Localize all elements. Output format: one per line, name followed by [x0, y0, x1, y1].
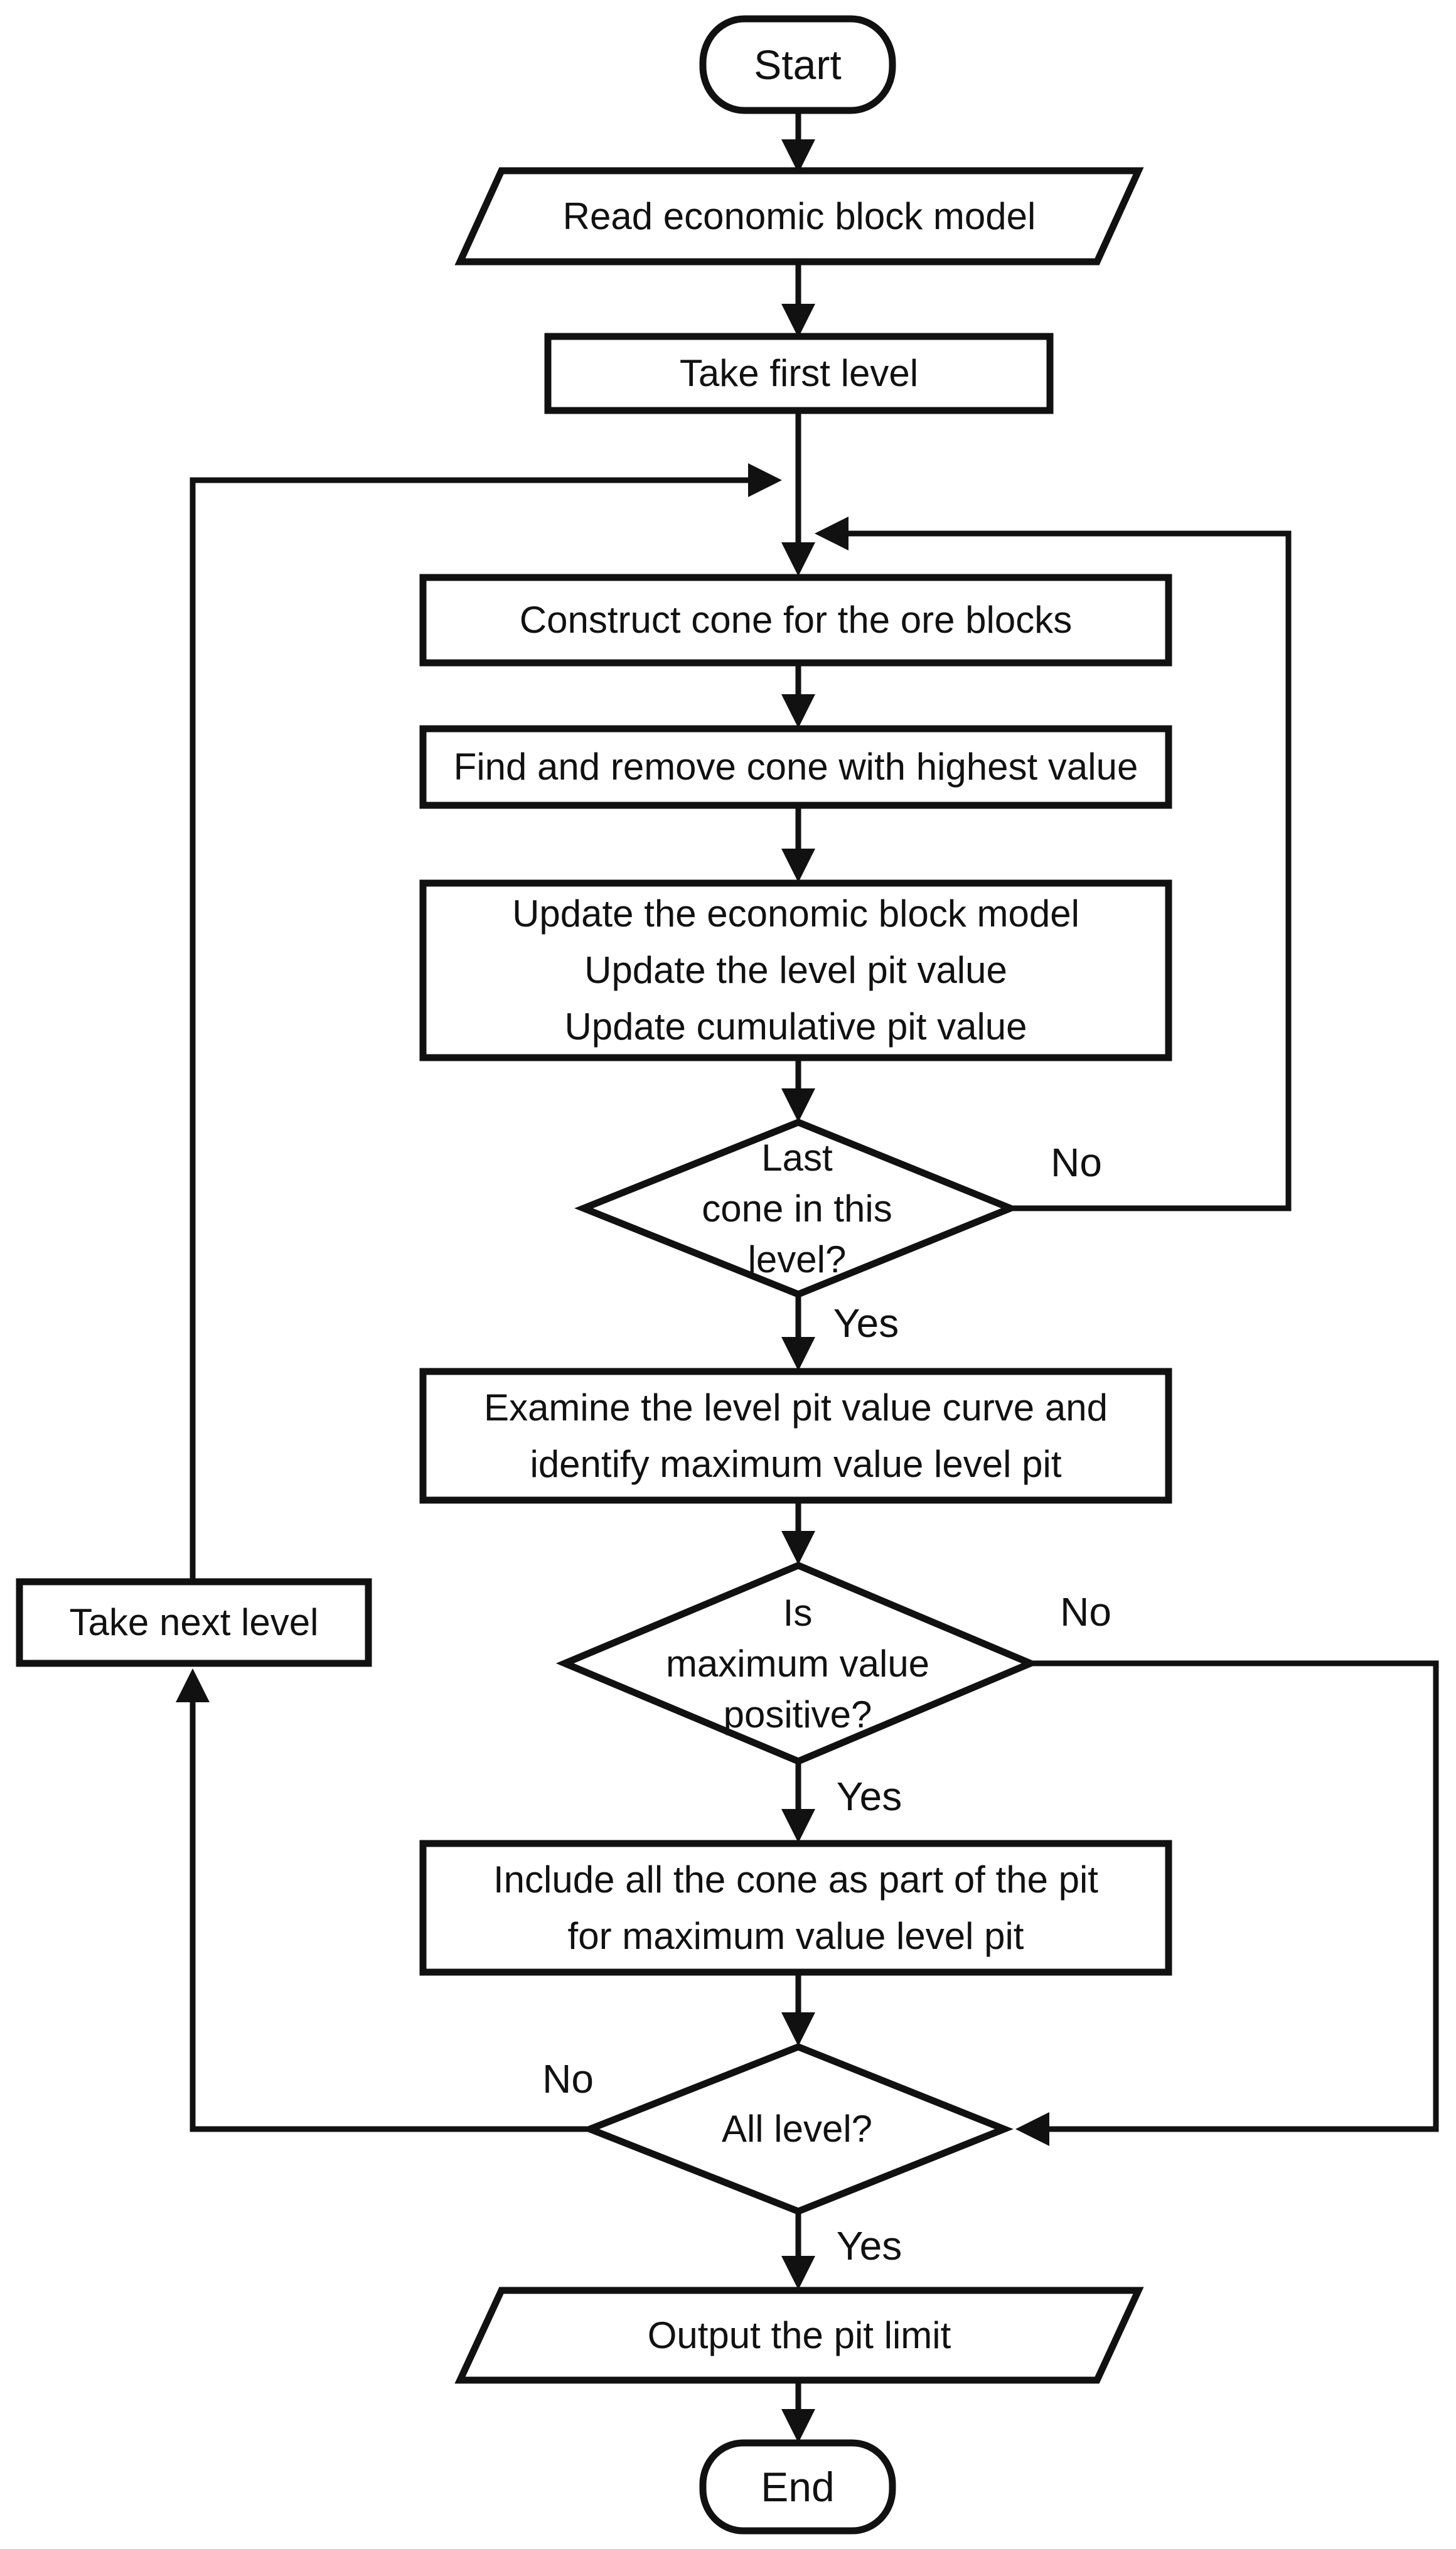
max-value-decision-diamond [555, 1562, 1040, 1765]
all-level-decision-diamond [581, 2043, 1014, 2215]
max-value-decision-label: Is maximum value positive? [665, 1591, 930, 1736]
max-value-no-label: No [1060, 1589, 1111, 1634]
examine-curve-rect [419, 1368, 1172, 1504]
take-first-level-label: Take first level [679, 352, 919, 394]
end-terminator-shape [699, 2439, 896, 2535]
include-cone-label: Include all the cone as part of the pit … [493, 1858, 1098, 1957]
last-cone-no-label: No [1051, 1140, 1102, 1185]
take-next-level-rect [16, 1578, 372, 1667]
last-cone-decision-label: Last cone in this level? [702, 1136, 892, 1280]
last-cone-yes-label: Yes [833, 1301, 899, 1346]
all-level-no-label: No [542, 2056, 594, 2101]
all-level-yes-label: Yes [836, 2223, 902, 2268]
output-pit-limit-parallelogram [454, 2287, 1144, 2384]
start-terminator-label: Start [754, 41, 842, 88]
construct-cone-label: Construct cone for the ore blocks [519, 599, 1073, 641]
read-block-model-parallelogram [454, 167, 1144, 266]
take-first-level-rect [544, 333, 1054, 414]
output-pit-limit-label: Output the pit limit [647, 2314, 951, 2356]
start-terminator-shape [699, 15, 896, 114]
end-terminator-label: End [761, 2463, 835, 2510]
max-value-yes-label: Yes [836, 1774, 902, 1819]
read-block-model-label: Read economic block model [562, 195, 1036, 237]
examine-curve-label: Examine the level pit value curve and id… [484, 1386, 1108, 1485]
edge-take-next-loop [190, 463, 782, 1582]
last-cone-decision-diamond [574, 1119, 1020, 1298]
edge-last-cone-no-loop [815, 517, 1292, 1211]
edge-all-level-no-loop [176, 1668, 590, 2132]
all-level-decision-label: All level? [721, 2108, 873, 2150]
edge-max-value-no-loop [1015, 1660, 1439, 2146]
update-model-label: Update the economic block model Update t… [512, 893, 1079, 1048]
update-model-rect [419, 879, 1172, 1061]
take-next-level-label: Take next level [69, 1601, 319, 1643]
find-remove-cone-label: Find and remove cone with highest value [453, 746, 1138, 788]
construct-cone-rect [419, 574, 1172, 667]
find-remove-cone-rect [419, 725, 1172, 809]
include-cone-rect [419, 1840, 1172, 1976]
